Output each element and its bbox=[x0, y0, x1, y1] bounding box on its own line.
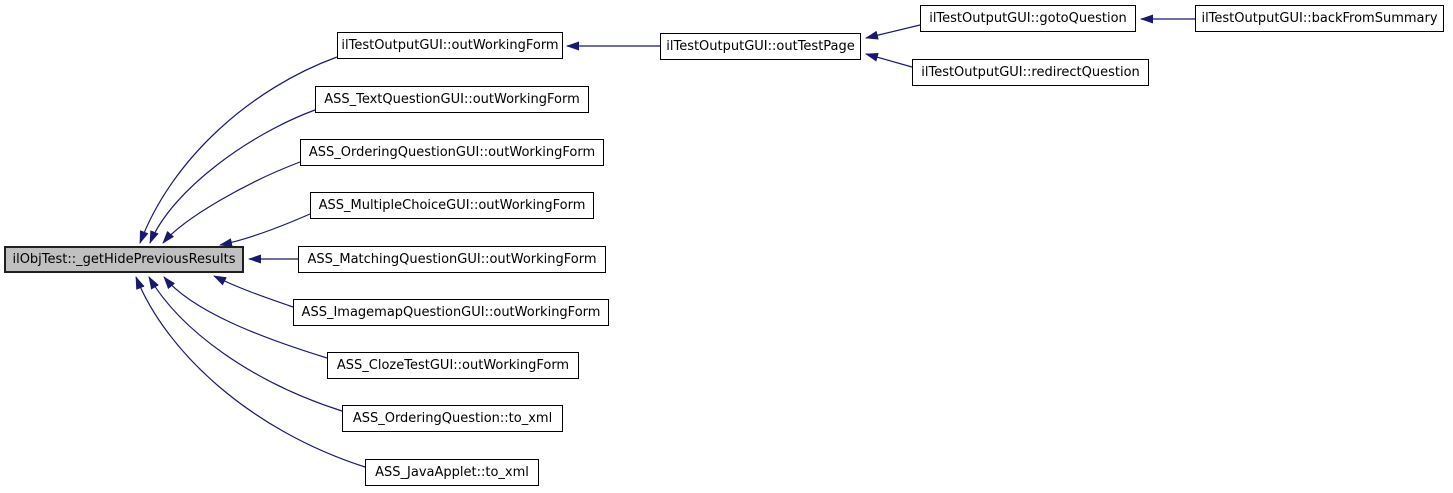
edge-orderinggui-main bbox=[162, 161, 301, 244]
node-iltestoutputgui-backfromsummary[interactable]: ilTestOutputGUI::backFromSummary bbox=[1195, 5, 1444, 32]
node-ass-orderingquestiongui-outworkingform[interactable]: ASS_OrderingQuestionGUI::outWorkingForm bbox=[300, 139, 604, 166]
node-ass-orderingquestion-to-xml[interactable]: ASS_OrderingQuestion::to_xml bbox=[342, 405, 563, 432]
node-ass-javaapplet-to-xml[interactable]: ASS_JavaApplet::to_xml bbox=[365, 459, 539, 486]
edge-orderingtoxml-main bbox=[148, 276, 343, 412]
node-iltestoutputgui-redirectquestion[interactable]: ilTestOutputGUI::redirectQuestion bbox=[912, 59, 1149, 86]
node-iltestoutputgui-outtestpage[interactable]: ilTestOutputGUI::outTestPage bbox=[660, 33, 861, 60]
node-iltestoutputgui-gotoquestion[interactable]: ilTestOutputGUI::gotoQuestion bbox=[920, 5, 1136, 32]
edge-redirectquestion-outtestpage bbox=[865, 52, 913, 68]
edge-imagemap-main bbox=[213, 275, 294, 308]
node-ass-imagemapquestiongui-outworkingform[interactable]: ASS_ImagemapQuestionGUI::outWorkingForm bbox=[293, 299, 609, 326]
node-ass-multiplechoicegui-outworkingform[interactable]: ASS_MultipleChoiceGUI::outWorkingForm bbox=[310, 192, 594, 219]
node-ilobjtest-gethidepreviousresults: ilObjTest::_getHidePreviousResults bbox=[4, 246, 244, 273]
node-ass-matchingquestiongui-outworkingform[interactable]: ASS_MatchingQuestionGUI::outWorkingForm bbox=[298, 246, 606, 273]
edge-multiplechoice-main bbox=[219, 213, 311, 248]
edge-gotoquestion-outtestpage bbox=[865, 24, 921, 40]
node-iltestoutputgui-outworkingform[interactable]: ilTestOutputGUI::outWorkingForm bbox=[337, 32, 563, 59]
node-ass-clozetestgui-outworkingform[interactable]: ASS_ClozeTestGUI::outWorkingForm bbox=[327, 352, 579, 379]
node-ass-textquestiongui-outworkingform[interactable]: ASS_TextQuestionGUI::outWorkingForm bbox=[315, 86, 589, 113]
edge-textquestion-main bbox=[149, 109, 316, 244]
